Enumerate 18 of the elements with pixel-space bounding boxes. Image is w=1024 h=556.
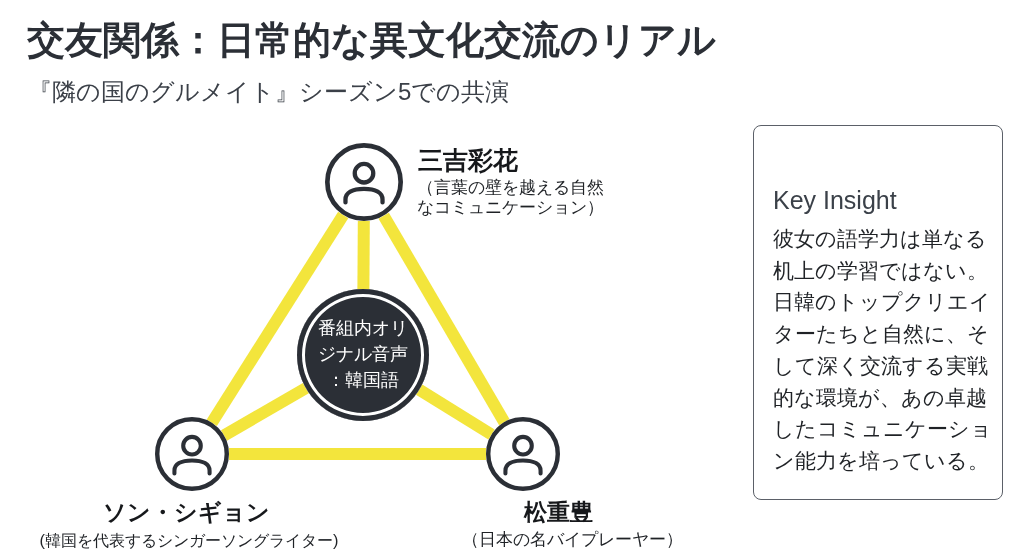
role-caption: （言葉の壁を越える自然なコミュニケーション） — [417, 178, 605, 218]
connector-line — [357, 220, 370, 290]
role-caption: (韓国を代表するシンガーソングライター) — [39, 530, 339, 551]
connector-line — [221, 382, 309, 441]
connector-line — [229, 448, 486, 460]
connector-line — [206, 211, 349, 426]
title: 交友関係：日常的な異文化交流のリアル — [27, 18, 716, 63]
panel-heading: Key Insight — [773, 185, 898, 216]
person-name: ソン・シギョン — [102, 499, 270, 527]
role-caption: （日本の名バイプレーヤー） — [461, 529, 683, 551]
insight-panel — [753, 125, 1003, 500]
person-name: 三吉彩花 — [418, 145, 519, 176]
center-circle: 番組内オリジナル音声：韓国語 — [297, 289, 429, 421]
connector-line — [415, 384, 495, 440]
subtitle: 『隣の国のグルメイト』シーズン5での共演 — [28, 77, 510, 107]
person-name: 松重豊 — [523, 499, 593, 527]
insight-text: 彼女の語学力は単なる机上の学習ではない。日韓のトップクリエイターたちと自然に、そして深く交流する実戦的な環境が、あの卓越したコミュニケーション能力を培っている。 — [773, 226, 993, 474]
connector-line — [378, 212, 510, 426]
